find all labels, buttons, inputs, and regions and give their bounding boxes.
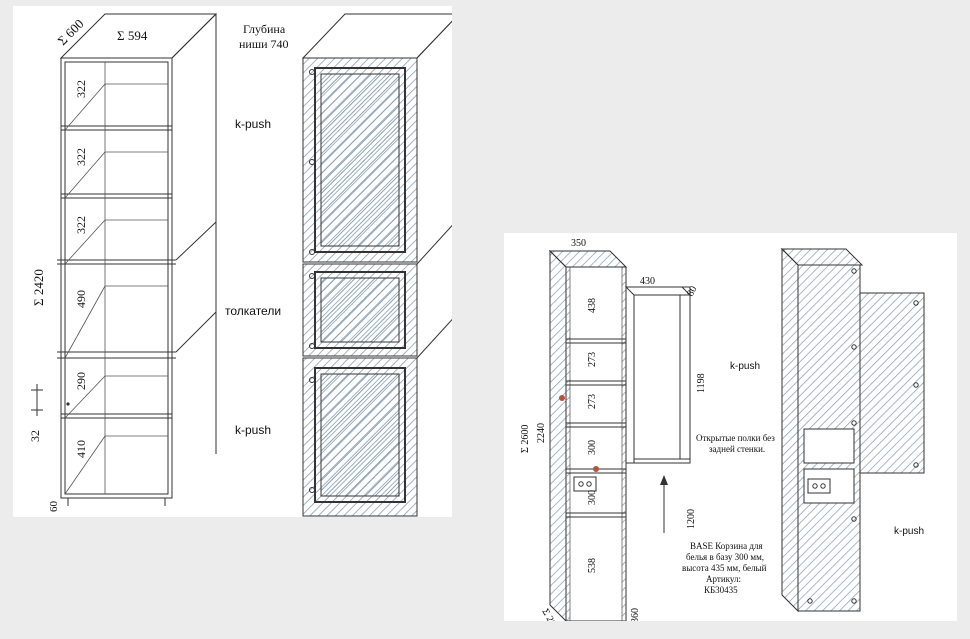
col-shelf-height-2: 273 [587,352,598,367]
shelf-height-1: 322 [74,80,88,98]
col-shelf-height-5: 300 [587,490,598,505]
shelf-height-5: 290 [74,372,88,390]
col-shelf-height-4: 300 [587,440,598,455]
niche-depth-label-line1: Глубина [243,22,286,36]
top-width-label: 350 [571,238,586,249]
shelf-unit-height-label: 1198 [696,373,707,393]
basket-note-line1: BASE Корзина для [690,541,763,551]
basket-note-line3: высота 435 мм, белый [682,563,767,573]
open-column-unit [548,249,628,621]
col-shelf-height-3: 273 [587,394,598,409]
open-cabinet [31,13,218,506]
shelf-depth-label: 80 [685,284,700,298]
mechanism-top-label: k-push [235,117,271,131]
height-label: Σ 2420 [31,269,46,306]
mechanism-top-label-right: k-push [730,361,760,372]
plinth-label: 60 [48,501,60,513]
col-shelf-height-1: 438 [587,298,598,313]
inner-height-label: 2240 [536,423,547,443]
shelf-height-3: 322 [74,216,88,234]
basket-note-line4: Артикул: [706,574,741,584]
depth-label: Σ 600 [55,16,87,48]
gap-label: 32 [28,430,42,442]
mount-height-label: 1200 [686,509,697,529]
basket-note-line2: белья в базу 300 мм, [686,552,764,562]
niche-depth-label-line2: ниши 740 [239,37,289,51]
mechanism-middle-label: толкатели [225,304,281,318]
col-shelf-height-6: 538 [587,558,598,573]
wall-shelf-unit [624,286,692,533]
plinth-label-right: 360 [630,608,641,621]
shelf-width-label: 430 [640,276,655,287]
shelf-height-6: 410 [74,440,88,458]
left-drawing-panel: Σ 594 Σ 600 Σ 2420 322 322 322 490 290 4… [13,6,452,517]
mechanism-bottom-label-right: k-push [894,526,924,537]
basket-note-line5: КБ30435 [704,585,738,595]
shelf-height-2: 322 [74,148,88,166]
total-height-label: Σ 2600 [520,425,531,453]
right-drawing-panel: 350 430 80 Σ 2600 2240 438 273 273 300 3… [504,233,957,621]
left-cabinet-drawing: Σ 594 Σ 600 Σ 2420 322 322 322 490 290 4… [28,13,452,517]
closed-cabinet [301,13,452,517]
right-unit-drawing: 350 430 80 Σ 2600 2240 438 273 273 300 3… [520,238,925,621]
width-label: Σ 594 [117,28,148,43]
open-shelves-note-line2: задней стенки. [709,444,765,454]
closed-column-unit [780,247,925,613]
shelf-height-4: 490 [74,290,88,308]
mechanism-bottom-label: k-push [235,423,271,437]
open-shelves-note-line1: Открытые полки без [696,433,775,443]
